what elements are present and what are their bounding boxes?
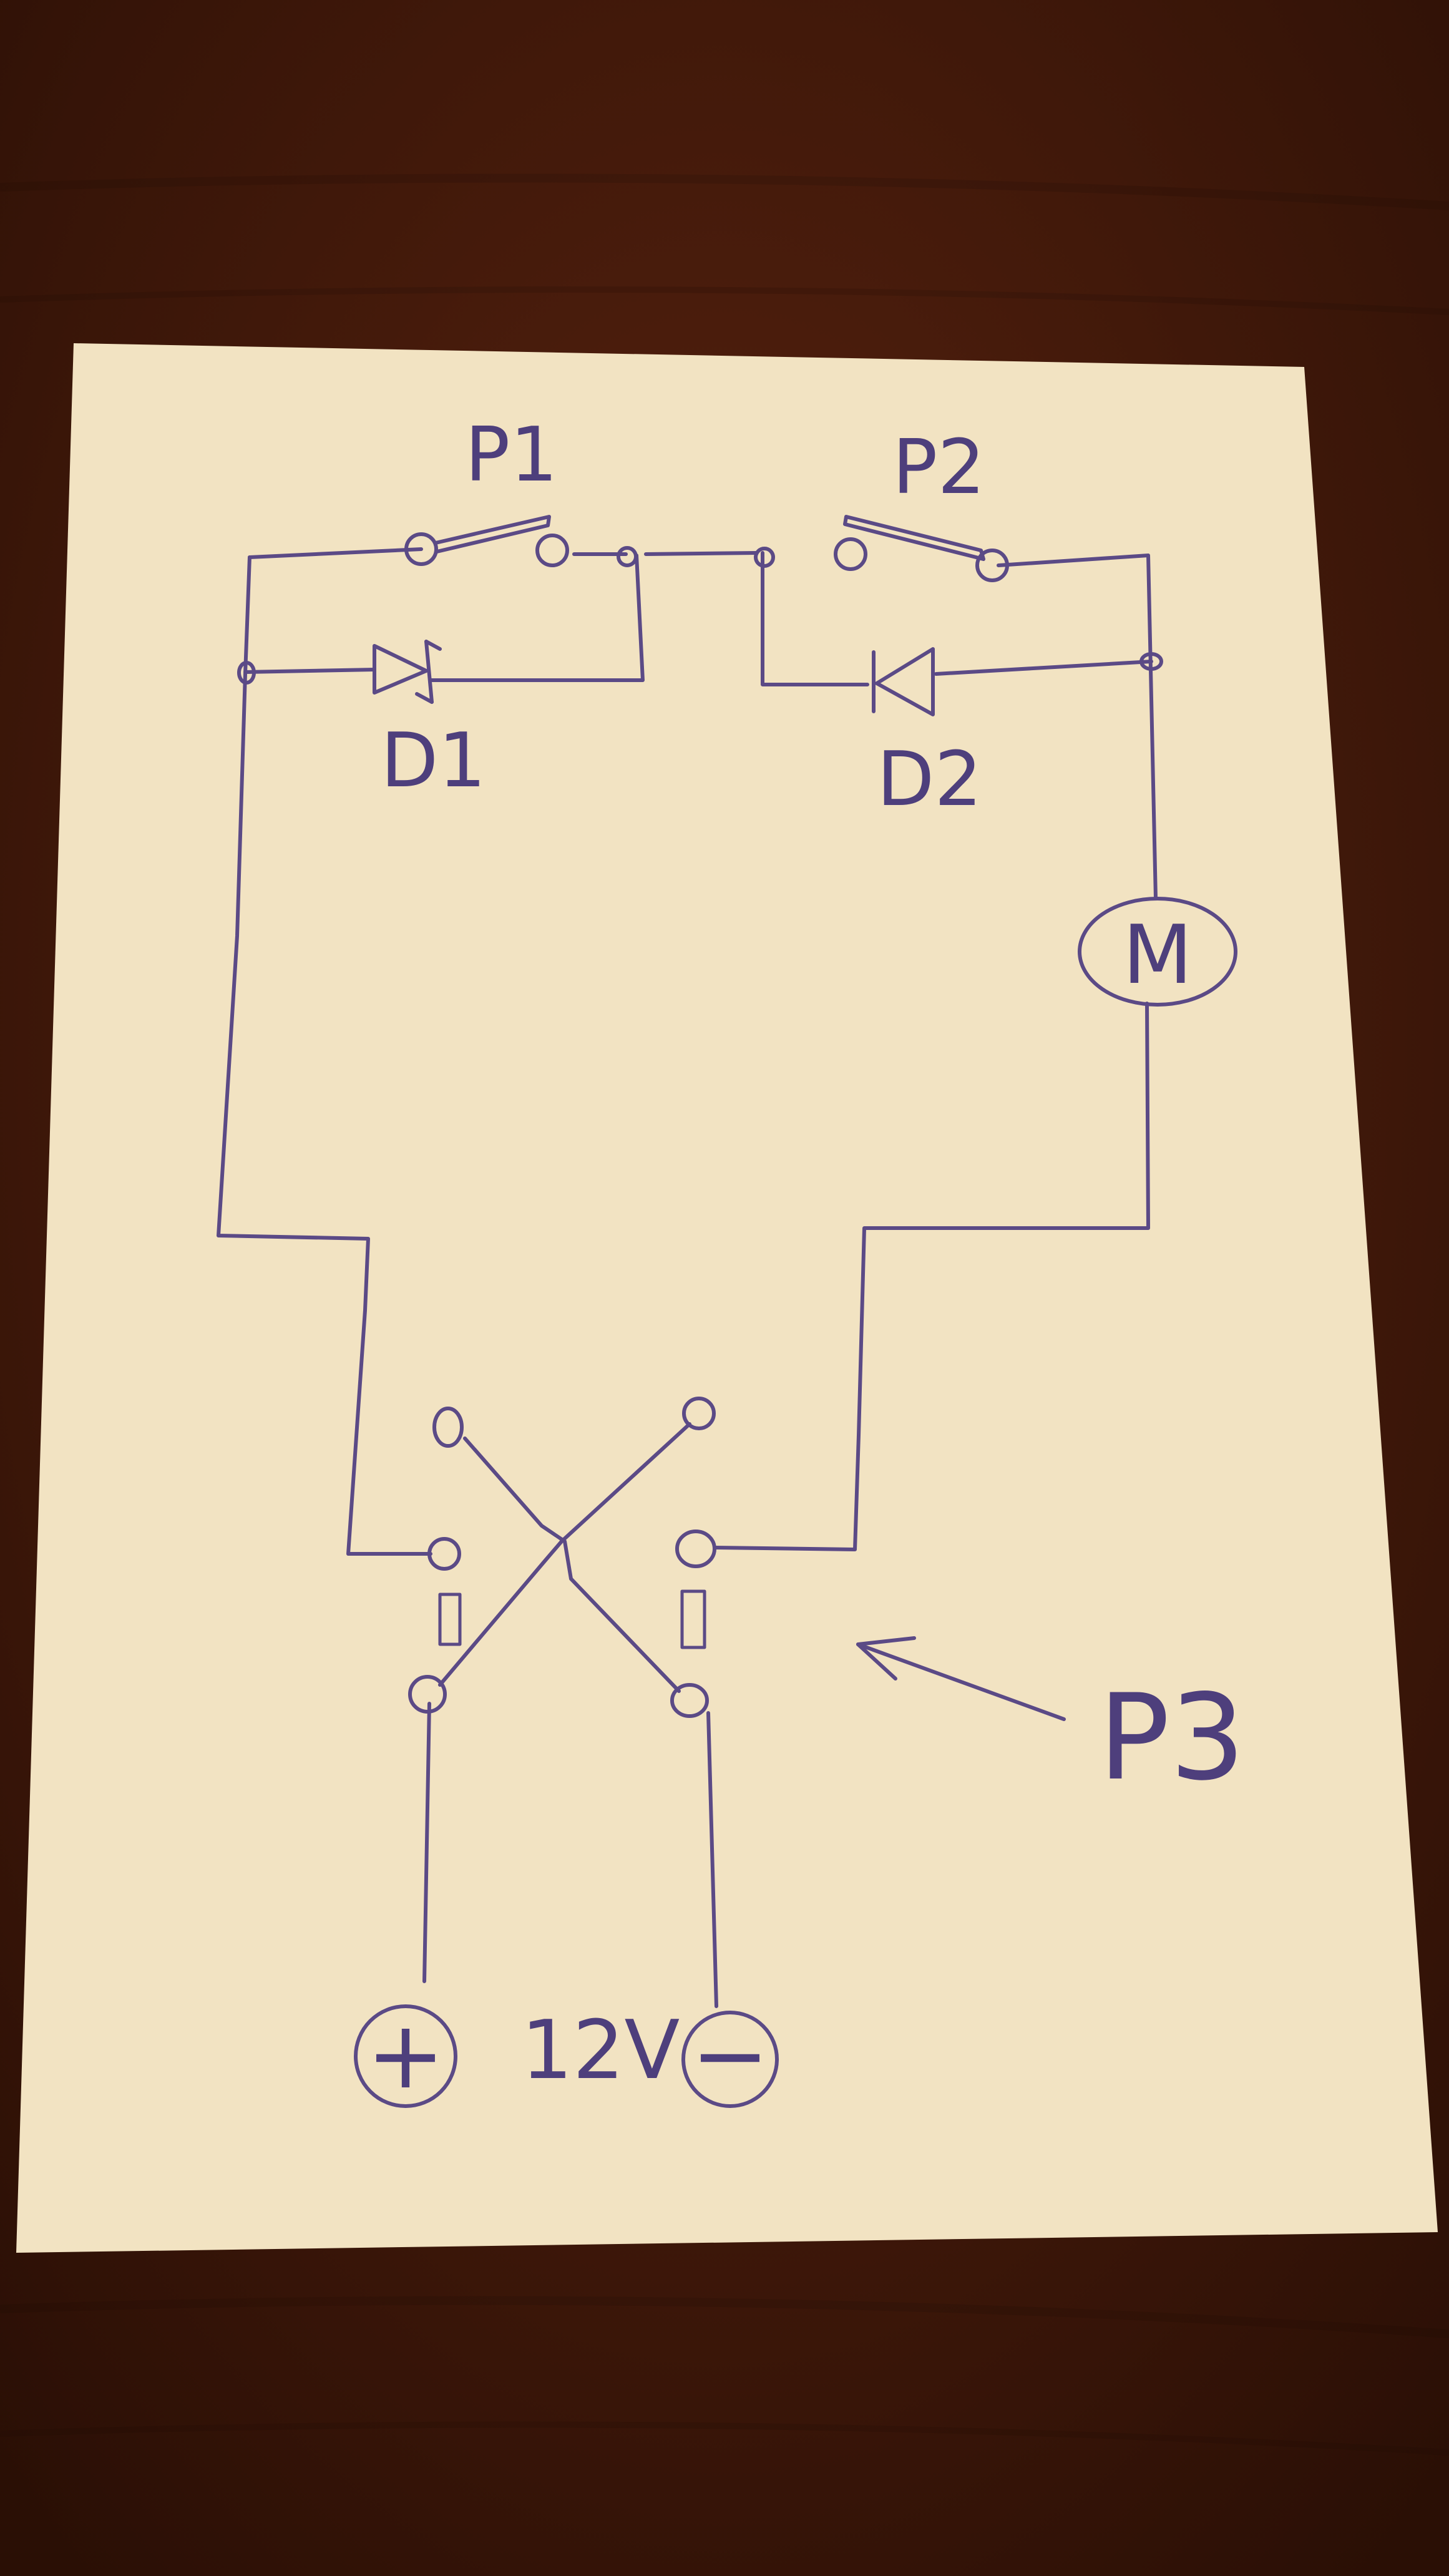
p3-terminal-bottom-left — [408, 1675, 447, 1714]
motor — [1078, 897, 1237, 1007]
p3-terminal-mid-left — [427, 1537, 461, 1571]
diode-d1 — [237, 640, 442, 704]
label-p1: P1 — [465, 412, 558, 499]
label-minus: − — [691, 2001, 769, 2110]
p2-junction — [754, 547, 775, 568]
switch-p2 — [754, 515, 1009, 582]
switch-p1 — [404, 515, 638, 567]
power-supply — [354, 2004, 779, 2108]
label-d2: D2 — [877, 736, 982, 823]
p3-terminal-top-right — [682, 1397, 716, 1430]
d1-junction — [237, 661, 256, 685]
label-p2: P2 — [892, 424, 985, 511]
circuit-wiring — [217, 547, 1158, 2008]
label-voltage: 12V — [521, 2003, 680, 2097]
motor-circle — [1078, 897, 1237, 1007]
p1-terminal-right — [535, 534, 569, 567]
p3-arrow — [856, 1642, 1066, 1721]
p1-junction — [617, 546, 638, 567]
d2-junction — [1139, 652, 1163, 671]
p3-terminal-mid-right — [675, 1530, 716, 1568]
diode-d2 — [872, 647, 1163, 716]
label-plus: + — [366, 2001, 445, 2110]
label-motor: M — [1123, 907, 1193, 1002]
minus-terminal-circle — [681, 2011, 779, 2108]
p3-terminal-top-left — [432, 1407, 464, 1448]
p3-terminal-bottom-right — [670, 1683, 709, 1718]
p2-terminal-left — [834, 537, 867, 571]
wood-grain — [0, 173, 1449, 2456]
p1-terminal-left — [404, 532, 438, 566]
paper-sheet — [16, 343, 1438, 2253]
p3-actuator-left — [438, 1593, 462, 1646]
switch-p3 — [408, 1397, 1066, 1721]
plus-terminal-circle — [354, 2004, 457, 2108]
p3-actuator-right — [680, 1589, 706, 1649]
label-d1: D1 — [381, 718, 486, 804]
p2-terminal-right — [975, 549, 1009, 582]
label-p3: P3 — [1098, 1669, 1245, 1807]
